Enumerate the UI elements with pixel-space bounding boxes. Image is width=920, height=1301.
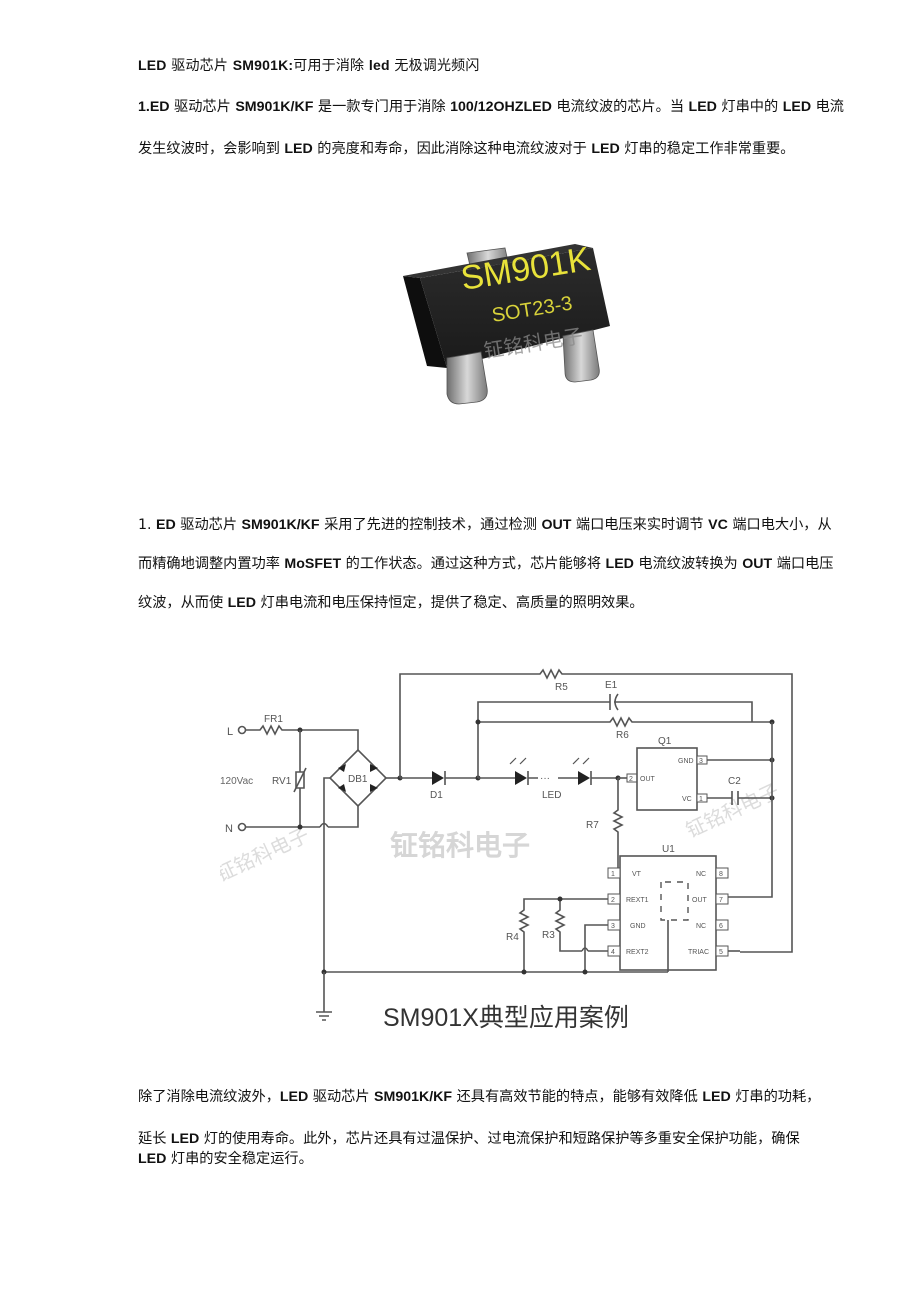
svg-text:R7: R7 <box>586 820 599 831</box>
paragraph-intro: 1.ED 驱动芯片 SM901K/KF 是一款专门用于消除 100/12OHZL… <box>138 96 883 180</box>
schematic-caption: SM901X典型应用案例 <box>383 1004 629 1032</box>
svg-text:REXT1: REXT1 <box>626 897 649 904</box>
paragraph-line: 除了消除电流纹波外，LED 驱动芯片 SM901K/KF 还具有高效节能的特点，… <box>138 1089 821 1105</box>
svg-text:R6: R6 <box>616 730 629 741</box>
svg-text:6: 6 <box>719 923 723 930</box>
svg-text:2: 2 <box>611 897 615 904</box>
svg-text:Q1: Q1 <box>658 736 672 747</box>
svg-text:U1: U1 <box>662 844 675 855</box>
paragraph-line: 而精确地调整内置功率 MoSFET 的工作状态。通过这种方式，芯片能够将 LED… <box>138 556 834 572</box>
svg-text:REXT2: REXT2 <box>626 949 649 956</box>
svg-text:···: ··· <box>540 773 550 784</box>
svg-text:VC: VC <box>682 796 692 803</box>
svg-text:2: 2 <box>629 776 633 783</box>
svg-text:GND: GND <box>678 758 694 765</box>
svg-text:R3: R3 <box>542 930 555 941</box>
svg-text:1: 1 <box>611 871 615 878</box>
paragraph-line: LED 灯串的安全稳定运行。 <box>138 1151 313 1167</box>
svg-text:R5: R5 <box>555 682 568 693</box>
paragraph-line: 延长 LED 灯的使用寿命。此外，芯片还具有过温保护、过电流保护和短路保护等多重… <box>138 1131 800 1147</box>
paragraph-line: 纹波，从而使 LED 灯串电流和电压保持恒定，提供了稳定、高质量的照明效果。 <box>138 595 644 611</box>
svg-text:3: 3 <box>611 923 615 930</box>
svg-text:3: 3 <box>699 758 703 765</box>
svg-text:NC: NC <box>696 923 706 930</box>
svg-text:NC: NC <box>696 871 706 878</box>
svg-text:GND: GND <box>630 923 646 930</box>
schematic-watermark: 钲铭科电子 <box>220 823 313 886</box>
chip-image: SM901K SOT23-3 钲铭科电子 <box>385 218 615 418</box>
svg-text:TRIAC: TRIAC <box>688 949 709 956</box>
schematic-watermark: 钲铭科电子 <box>390 830 530 861</box>
svg-text:L: L <box>227 726 233 738</box>
paragraph-efficiency: 除了消除电流纹波外，LED 驱动芯片 SM901K/KF 还具有高效节能的特点，… <box>138 1086 883 1170</box>
paragraph-line: 发生纹波时，会影响到 LED 的亮度和寿命，因此消除这种电流纹波对于 LED 灯… <box>138 141 795 157</box>
schematic-diagram: 钲铭科电子 钲铭科电子 钲铭科电子 L N 120Vac FR1 RV1 DB1… <box>212 660 820 1040</box>
paragraph-control: 1. ED 驱动芯片 SM901K/KF 采用了先进的控制技术，通过检测 OUT… <box>138 514 883 631</box>
svg-text:LED: LED <box>542 790 561 801</box>
svg-text:D1: D1 <box>430 790 443 801</box>
svg-text:VT: VT <box>632 871 642 878</box>
svg-text:C2: C2 <box>728 776 741 787</box>
svg-text:5: 5 <box>719 949 723 956</box>
paragraph-line: 1. ED 驱动芯片 SM901K/KF 采用了先进的控制技术，通过检测 OUT… <box>138 517 832 533</box>
svg-text:N: N <box>225 823 233 835</box>
svg-text:1: 1 <box>699 796 703 803</box>
svg-text:FR1: FR1 <box>264 714 283 725</box>
svg-text:OUT: OUT <box>640 776 656 783</box>
document-title: LED 驱动芯片 SM901K:可用于消除 led 无极调光频闪 <box>138 57 480 74</box>
svg-text:R4: R4 <box>506 932 519 943</box>
svg-text:8: 8 <box>719 871 723 878</box>
svg-text:DB1: DB1 <box>348 774 368 785</box>
svg-text:4: 4 <box>611 949 615 956</box>
svg-text:RV1: RV1 <box>272 776 292 787</box>
svg-text:120Vac: 120Vac <box>220 776 253 787</box>
paragraph-line: 1.ED 驱动芯片 SM901K/KF 是一款专门用于消除 100/12OHZL… <box>138 99 844 115</box>
svg-text:E1: E1 <box>605 680 618 691</box>
svg-text:OUT: OUT <box>692 897 708 904</box>
svg-text:7: 7 <box>719 897 723 904</box>
